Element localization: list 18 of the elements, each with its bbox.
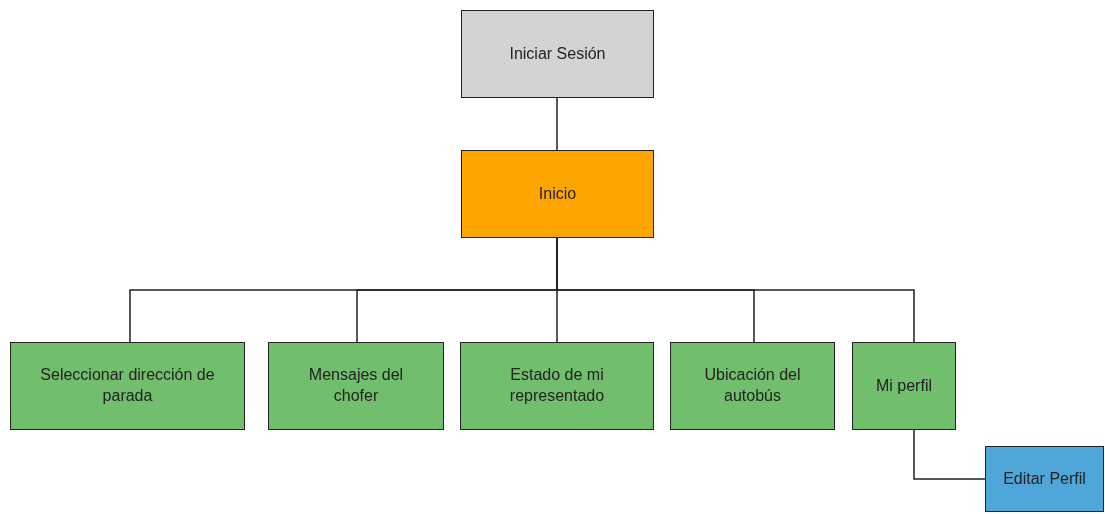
box-label: Editar Perfil [1003, 468, 1086, 489]
process-box [461, 150, 654, 238]
process-box [461, 10, 654, 98]
process-box [852, 342, 956, 430]
box-label: Mensajes del chofer [307, 365, 405, 406]
connector-line [913, 429, 986, 480]
box-label: Iniciar Sesión [509, 43, 606, 64]
box-label: Seleccionar dirección de parada [39, 365, 216, 406]
box-label: Estado de mi representado [508, 365, 606, 406]
box-label: Inicio [538, 183, 577, 204]
process-box [10, 342, 245, 430]
box-label: Mi perfil [876, 375, 932, 396]
box-label: Ubicación del autobús [703, 365, 802, 406]
process-box [985, 446, 1104, 512]
process-box [670, 342, 835, 430]
process-box [268, 342, 444, 430]
connector-line [556, 97, 558, 151]
process-box [460, 342, 654, 430]
